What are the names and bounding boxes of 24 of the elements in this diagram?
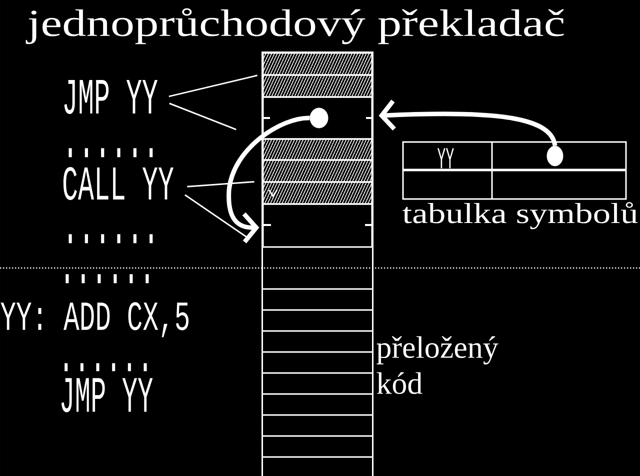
ellipsis: ......: [66, 274, 149, 284]
leader-line: [169, 102, 236, 130]
memory-row: [262, 203, 373, 248]
ellipsis: ......: [64, 363, 147, 372]
ellipsis: ......: [68, 148, 153, 158]
node-label: tabulka symbolů: [402, 202, 638, 230]
code-line: JMP YY: [64, 80, 158, 114]
leader-line: [184, 194, 247, 238]
curved-arrow: [226, 116, 310, 244]
dot: [310, 108, 328, 128]
hatched-row: [262, 181, 373, 205]
memory-row: [262, 96, 373, 140]
code-line: CALL YY: [63, 167, 174, 200]
leader-line: [187, 181, 254, 188]
node-label: přeložený kód: [376, 336, 498, 394]
ellipsis: ......: [68, 234, 153, 244]
hatched-row: [262, 74, 373, 98]
code-line: YY: ADD CX,5: [0, 302, 188, 338]
symbol-table: YY: [402, 141, 627, 200]
code-line: JMP YY: [61, 378, 153, 412]
title: jednoprůchodový překladač: [26, 8, 564, 44]
curved-arrow: [378, 100, 558, 146]
dot: [546, 146, 564, 166]
leader-line: [168, 74, 258, 98]
